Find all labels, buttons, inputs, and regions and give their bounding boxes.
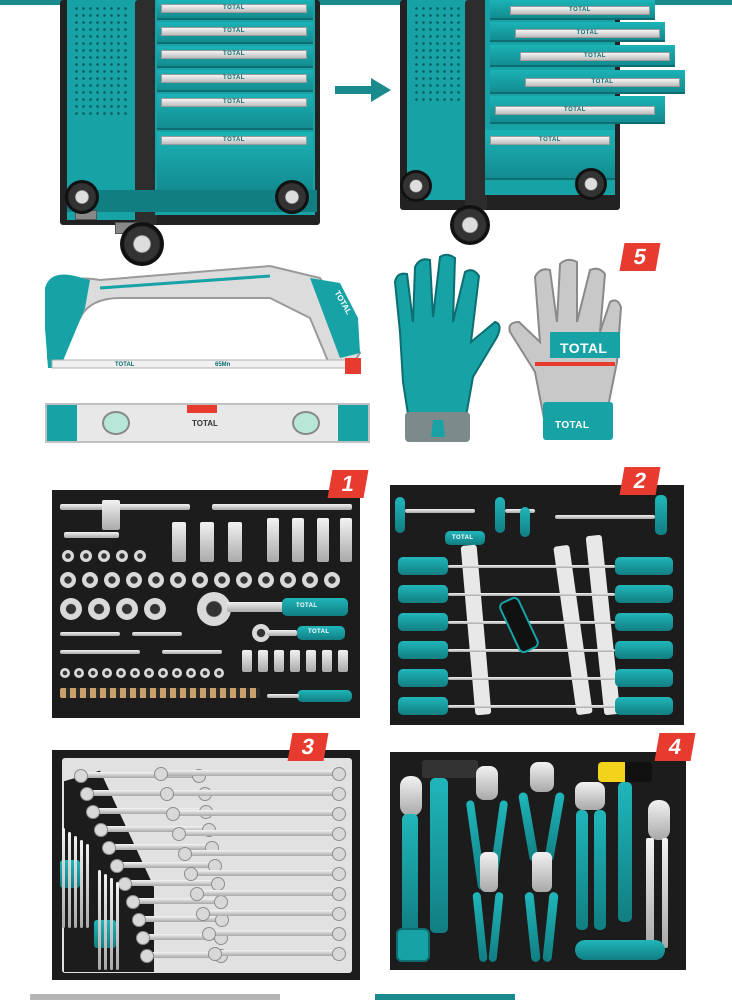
wrench-set-tray <box>52 750 360 980</box>
bottom-partial-strip <box>30 994 280 1000</box>
tool-cabinet-closed: TOTAL TOTAL TOTAL TOTAL TOTAL TOTAL <box>55 0 325 270</box>
badge-gloves: 5 <box>619 243 661 271</box>
badge-wrenches: 3 <box>287 733 329 761</box>
drawer-handle: TOTAL <box>161 50 307 59</box>
right-arrow-icon <box>335 78 391 102</box>
work-glove-palm <box>385 252 505 447</box>
caster-wheel <box>575 168 607 200</box>
drawer-handle: TOTAL <box>515 29 660 38</box>
hacksaw-blade-label: TOTAL <box>115 362 135 368</box>
drawer-handle: TOTAL <box>161 98 307 107</box>
glove-cuff-label: TOTAL <box>555 420 590 431</box>
work-glove-back: TOTAL TOTAL <box>505 252 635 447</box>
caster-wheel <box>120 222 164 266</box>
badge-sockets: 1 <box>327 470 369 498</box>
drawer-handle: TOTAL <box>161 74 307 83</box>
ratchet-label: TOTAL <box>296 603 318 609</box>
bottom-partial-strip <box>375 994 515 1000</box>
hacksaw-frame <box>45 264 362 374</box>
pliers-set-tray <box>390 752 686 970</box>
screwdriver-handle-label: TOTAL <box>452 535 474 541</box>
glove-palm-label: TOTAL <box>560 340 608 356</box>
hacksaw: TOTAL 65Mn TOTAL <box>40 258 380 383</box>
caster-wheel <box>65 180 99 214</box>
caster-wheel <box>275 180 309 214</box>
socket-set-tray: TOTAL TOTAL <box>52 490 360 718</box>
small-ratchet-label: TOTAL <box>308 629 330 635</box>
level-brand-label: TOTAL <box>192 419 218 428</box>
caster-wheel <box>400 170 432 202</box>
drawer-handle: TOTAL <box>525 78 680 87</box>
screwdriver-set-tray: TOTAL <box>390 485 684 725</box>
badge-screwdrivers: 2 <box>619 467 661 495</box>
spirit-level: TOTAL <box>45 403 370 443</box>
drawer-handle: TOTAL <box>490 136 610 145</box>
tool-cabinet-open: TOTAL TOTAL TOTAL TOTAL TOTAL TOTAL <box>395 0 695 255</box>
drawer-handle: TOTAL <box>161 136 307 145</box>
drawer-handle: TOTAL <box>510 6 650 15</box>
drawer-handle: TOTAL <box>161 27 307 36</box>
drawer-handle: TOTAL <box>520 52 670 61</box>
top-accent-bar <box>0 0 732 5</box>
badge-pliers: 4 <box>654 733 696 761</box>
hacksaw-blade-spec: 65Mn <box>215 362 231 368</box>
drawer-handle: TOTAL <box>161 4 307 13</box>
caster-wheel <box>450 205 490 245</box>
drawer-handle: TOTAL <box>495 106 655 115</box>
